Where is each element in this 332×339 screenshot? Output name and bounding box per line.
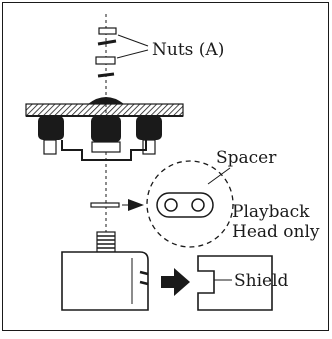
bracket-block	[91, 141, 121, 153]
springs	[38, 116, 162, 155]
head-bracket	[61, 140, 147, 161]
playback-head	[61, 231, 149, 311]
washer-top	[97, 39, 117, 46]
spacer-side	[90, 202, 120, 208]
fit-direction-arrow	[161, 268, 190, 296]
spacer-label-leader	[207, 167, 231, 185]
nuts-leader-top	[117, 34, 149, 47]
center-stud-dome	[88, 97, 124, 104]
nuts-leader-bottom	[116, 49, 149, 59]
diagram-border	[2, 2, 329, 331]
nuts-a	[95, 27, 117, 78]
playback-label-line1: Playback	[232, 202, 310, 222]
shield	[197, 255, 273, 311]
shield-label: Shield	[234, 271, 289, 291]
spacer-pointer-arrow	[128, 199, 144, 211]
playback-label-line2: Head only	[232, 222, 320, 242]
spacer-label: Spacer	[216, 148, 277, 168]
nuts-label: Nuts (A)	[152, 40, 224, 60]
spacer-hole-left	[164, 198, 178, 212]
nut-top	[98, 27, 117, 35]
nut-bottom	[95, 56, 116, 65]
spacer-hole-right	[191, 198, 205, 212]
washer-bottom	[97, 72, 115, 78]
mounting-plate	[25, 97, 184, 117]
spacer-detail-circle	[146, 160, 234, 248]
